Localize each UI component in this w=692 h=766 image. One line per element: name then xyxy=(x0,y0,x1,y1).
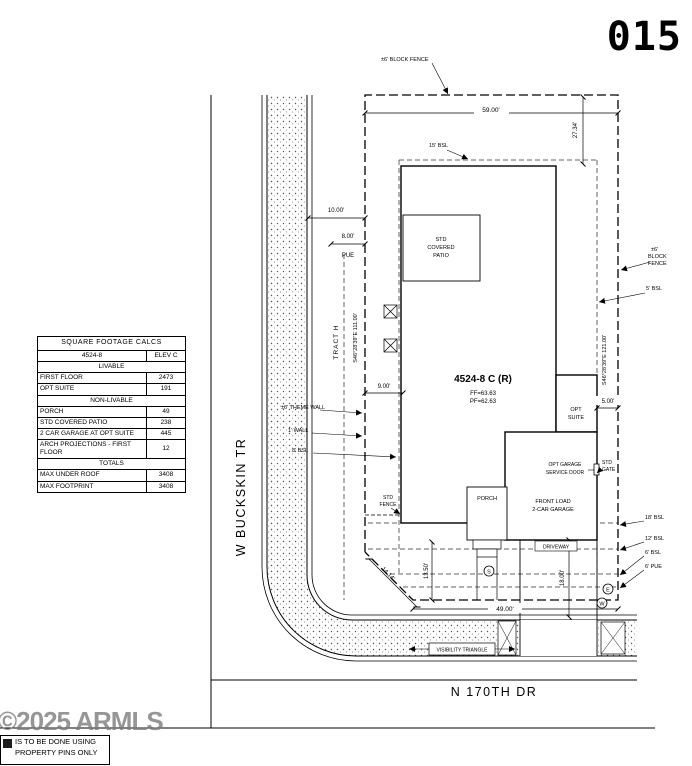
right-of-way-lines xyxy=(0,95,655,729)
dim-10: 10.00' xyxy=(328,208,344,214)
fence-wall-labels: ±6' BLOCK FENCE ±6' BLOCK FENCE ±6' THEM… xyxy=(281,57,667,508)
note-line: IS TO BE DONE USING xyxy=(15,737,96,746)
utility-pads xyxy=(383,304,398,353)
note-line: PROPERTY PINS ONLY xyxy=(15,747,98,757)
std-gate-label: STD xyxy=(602,460,612,466)
fence-right-label: FENCE xyxy=(648,261,667,267)
dim-8: 8.00' xyxy=(342,234,355,240)
leader-lines xyxy=(311,62,651,589)
model-number: 4524-8 C (R) xyxy=(454,374,512,385)
table-row: TOTALS xyxy=(37,458,186,471)
std-fence-label: STD xyxy=(383,495,393,501)
bearing-left: S46°28'39"E 111.00' xyxy=(353,313,359,362)
dim-pue: PUE xyxy=(342,253,354,259)
dim-9: 9.00' xyxy=(378,384,391,390)
fence-right-label: BLOCK xyxy=(648,254,667,260)
porch-step xyxy=(476,548,498,558)
fence-right-label: ±6' xyxy=(651,247,658,253)
patio-label: PATIO xyxy=(433,253,449,259)
std-gate-label: GATE xyxy=(602,467,616,473)
armls-watermark: ©2025 ARMLS xyxy=(0,706,164,736)
note-marker-square xyxy=(3,739,12,748)
street-name-west: W BUCKSKIN TR xyxy=(234,438,248,557)
theme-wall-label: ±6' THEME WALL xyxy=(281,405,325,411)
setback-labels: 15' BSL 5' BSL 8' BSL 18' BSL 12' BSL 6'… xyxy=(292,143,664,570)
opt-suite-outline xyxy=(555,374,598,433)
service-door-label: OPT GARAGE xyxy=(549,462,583,468)
bsl6-label: 6' BSL xyxy=(645,550,661,556)
std-fence-label: FENCE xyxy=(380,502,398,508)
annotation-text: S46°28'39"E 111.00' S46°28'39"E 121.00' … xyxy=(234,313,608,699)
tract-label: TRACT H xyxy=(333,324,340,359)
fence-top-label: ±6' BLOCK FENCE xyxy=(381,57,429,63)
bsl18-label: 18' BSL xyxy=(645,515,664,521)
porch-outline xyxy=(466,486,508,541)
visibility-triangle-group: VISIBILITY TRIANGLE xyxy=(409,642,515,656)
sewer-marker-label: S xyxy=(487,570,491,576)
bsl12-label: 12' BSL xyxy=(645,536,664,542)
water-marker-label: W xyxy=(599,602,605,608)
dim-1350: 13.50' xyxy=(424,563,430,579)
bsl8-label: 8' BSL xyxy=(292,448,308,454)
dim-1414: 14.14' xyxy=(380,566,396,582)
utility-markers: S E W xyxy=(483,565,614,609)
bearing-right: S46°28'39"E 121.00' xyxy=(602,335,608,385)
finished-floor-label: FF=63.63 xyxy=(470,391,497,397)
pad-floor-label: PF=62.63 xyxy=(470,399,497,405)
table-row: LIVABLE xyxy=(37,361,186,374)
street-band xyxy=(261,95,637,662)
one-wall-label: 1' WALL xyxy=(288,428,308,434)
bsl5-label: 5' BSL xyxy=(646,286,662,292)
dim-5: 5.00' xyxy=(602,399,615,405)
patio-outline xyxy=(402,214,481,282)
driveway xyxy=(365,514,626,656)
house-labels: 4524-8 C (R) FF=63.63 PF=62.63 STD COVER… xyxy=(427,237,584,513)
garage-outline xyxy=(504,431,598,541)
dim-right-vertical: 27.34' xyxy=(573,122,579,138)
patio-label: STD xyxy=(436,237,447,243)
pue6-label: 6' PUE xyxy=(645,564,662,570)
house-footprint xyxy=(400,165,600,558)
table-title: SQUARE FOOTAGE CALCS xyxy=(37,336,186,351)
electric-marker-label: E xyxy=(606,588,610,594)
street-name-south: N 170TH DR xyxy=(451,685,538,699)
sheet-number: 015 xyxy=(606,14,682,60)
dim-1800: 18.00' xyxy=(560,570,566,586)
service-door-symbol xyxy=(593,463,600,476)
service-door-label: SERVICE DOOR xyxy=(546,470,585,476)
opt-suite-label: SUITE xyxy=(568,415,585,421)
bsl15-label: 15' BSL xyxy=(429,143,448,149)
porch-step xyxy=(472,539,502,550)
dim-top: 59.00' xyxy=(482,107,500,114)
garage-label: FRONT LOAD xyxy=(535,499,570,505)
visibility-triangle-label: VISIBILITY TRIANGLE xyxy=(437,648,489,654)
porch-label: PORCH xyxy=(477,496,497,502)
property-pins-note: IS TO BE DONE USING PROPERTY PINS ONLY xyxy=(0,735,110,765)
driveway-label-group: DRIVEWAY xyxy=(534,540,578,552)
dim-4900: 49.00' xyxy=(496,606,514,613)
opt-suite-label: OPT xyxy=(570,407,582,413)
driveway-label: DRIVEWAY xyxy=(543,545,570,551)
patio-label: COVERED xyxy=(427,245,454,251)
table-row: NON-LIVABLE xyxy=(37,394,186,407)
garage-label: 2-CAR GARAGE xyxy=(532,507,574,513)
